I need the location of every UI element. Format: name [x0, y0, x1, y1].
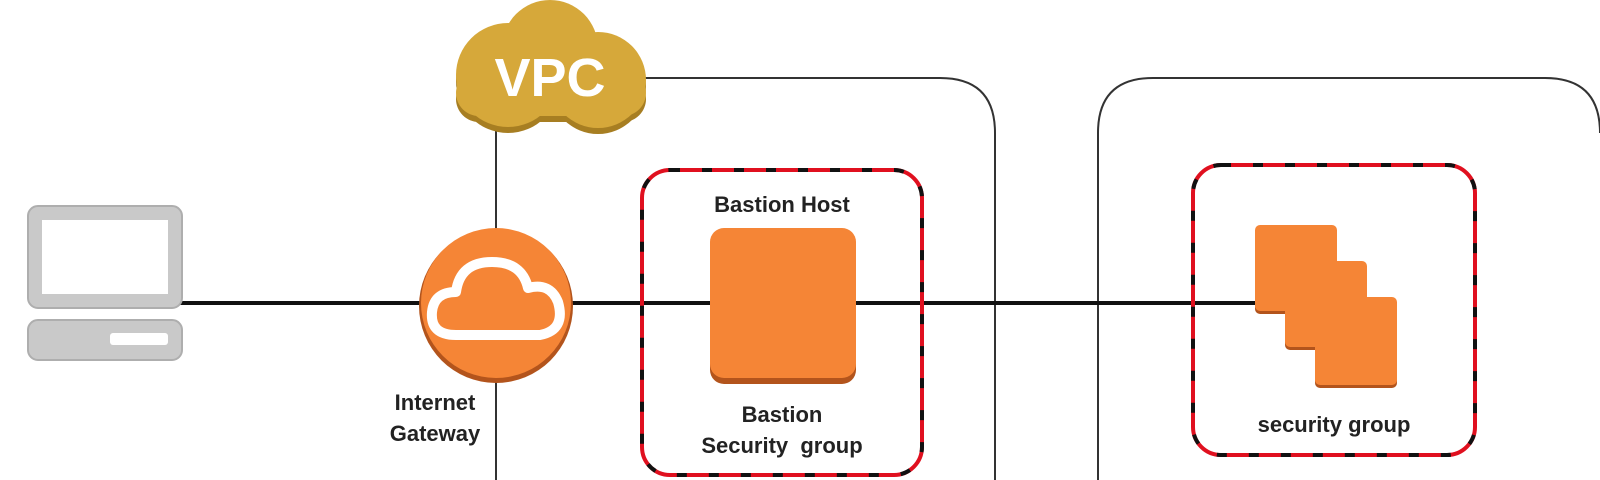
private-security-group-label: security group [1257, 412, 1411, 437]
vpc-label: VPC [494, 48, 605, 108]
bastion-security-group-label: Bastion Security group [662, 400, 902, 462]
private-instances-icon [1255, 225, 1397, 388]
internet-gateway-label-line2: Gateway [389, 420, 481, 446]
internet-gateway-label-line1: Internet [394, 390, 476, 415]
internet-gateway-label: Internet Gateway [375, 388, 495, 450]
bastion-host-title: Bastion Host [714, 192, 850, 217]
internet-gateway-icon [419, 228, 573, 383]
computer-icon [27, 205, 183, 361]
bastion-security-group-dashes [640, 168, 924, 477]
vpc-cloud-icon: VPC [456, 0, 646, 134]
vpc-container-public [600, 77, 996, 480]
bastion-sg-line2: Security group [701, 432, 863, 458]
private-security-group-dashes [1191, 163, 1477, 457]
bastion-sg-line1: Bastion [741, 402, 823, 427]
private-subnet-container [1097, 77, 1600, 480]
bastion-instance-icon [710, 228, 856, 384]
